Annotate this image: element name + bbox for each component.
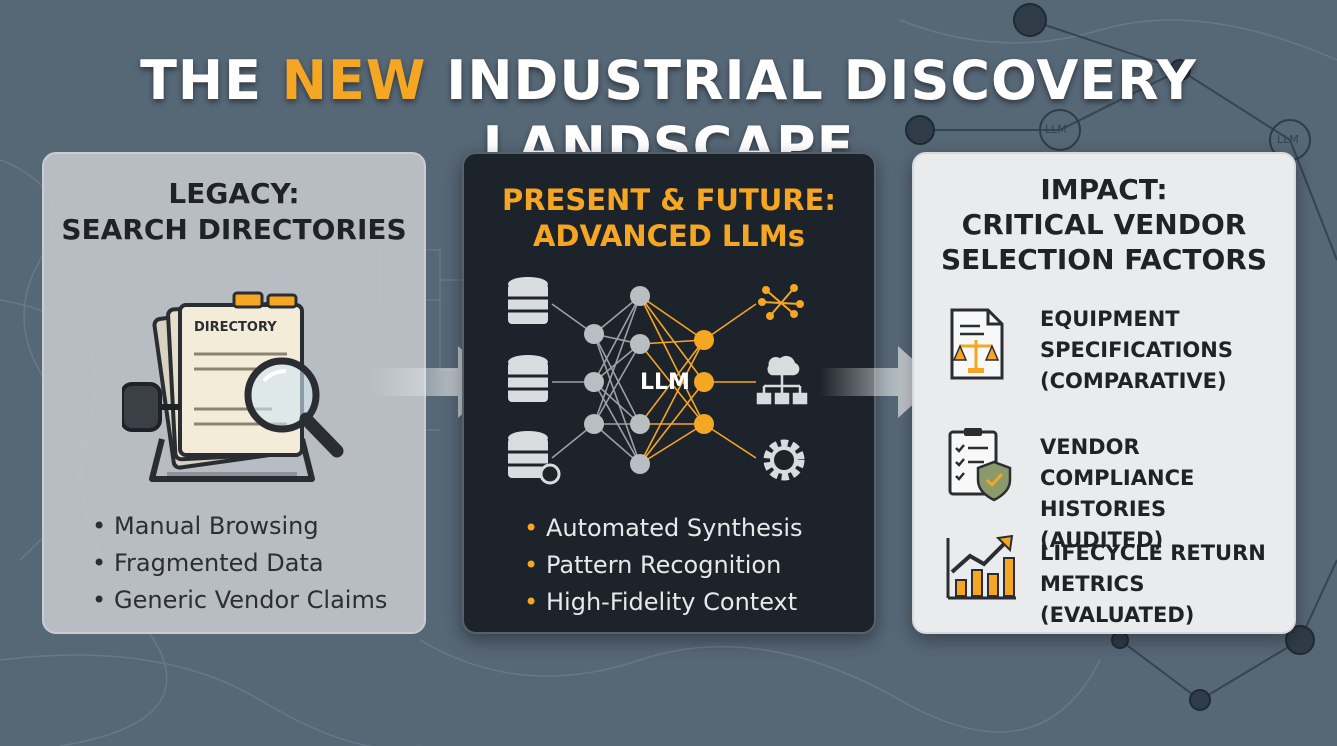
legacy-bullet: Fragmented Data — [92, 545, 387, 582]
directory-magnifier-icon — [122, 291, 344, 482]
gear-icon — [763, 439, 805, 481]
factor-text: EQUIPMENT SPECIFICATIONS (COMPARATIVE) — [1040, 304, 1290, 397]
llm-heading: PRESENT & FUTURE: ADVANCED LLMs — [464, 182, 874, 254]
factor-line: LIFECYCLE RETURN — [1040, 541, 1266, 565]
legacy-heading: LEGACY: SEARCH DIRECTORIES — [44, 176, 424, 248]
document-scales-icon — [950, 308, 1004, 380]
llm-bullet: Pattern Recognition — [524, 547, 803, 584]
network-burst-icon — [758, 284, 804, 320]
llm-heading-line-2: ADVANCED LLMs — [532, 219, 806, 253]
factor-line: VENDOR COMPLIANCE — [1040, 435, 1195, 490]
factor-text: VENDOR COMPLIANCE HISTORIES (AUDITED) — [1040, 432, 1290, 556]
legacy-heading-line-1: LEGACY: — [168, 177, 300, 210]
factor-equipment-specifications: EQUIPMENT SPECIFICATIONS (COMPARATIVE) — [940, 304, 1280, 394]
legacy-bullet: Generic Vendor Claims — [92, 582, 387, 619]
checklist-shield-icon — [948, 428, 1012, 502]
impact-heading-line-2: CRITICAL VENDOR — [961, 208, 1247, 241]
background-llm-label-2: LLM — [1277, 133, 1299, 146]
title-accent: NEW — [281, 49, 427, 112]
llm-bullet: High-Fidelity Context — [524, 584, 803, 621]
impact-heading: IMPACT: CRITICAL VENDOR SELECTION FACTOR… — [914, 172, 1294, 277]
page-title: THE NEW INDUSTRIAL DISCOVERY LANDSCAPE — [0, 48, 1337, 180]
llm-heading-line-1: PRESENT & FUTURE: — [501, 183, 837, 217]
cloud-hierarchy-icon — [756, 355, 808, 405]
legacy-heading-line-2: SEARCH DIRECTORIES — [61, 213, 407, 246]
impact-heading-line-3: SELECTION FACTORS — [940, 243, 1268, 276]
impact-panel: IMPACT: CRITICAL VENDOR SELECTION FACTOR… — [912, 152, 1296, 634]
database-icon — [508, 355, 548, 402]
legacy-bullet: Manual Browsing — [92, 508, 387, 545]
title-part-1: THE — [140, 49, 282, 112]
impact-heading-line-1: IMPACT: — [1040, 173, 1168, 206]
factor-line: METRICS (EVALUATED) — [1040, 572, 1195, 627]
database-icon — [508, 277, 548, 324]
legacy-bullet-list: Manual Browsing Fragmented Data Generic … — [92, 508, 387, 619]
directory-card-label: DIRECTORY — [194, 320, 277, 335]
background-llm-label-1: LLM — [1045, 123, 1067, 136]
neural-network-diagram — [508, 277, 808, 485]
arrow-right-icon — [820, 346, 938, 418]
factor-line: SPECIFICATIONS — [1040, 338, 1233, 362]
factor-line: EQUIPMENT — [1040, 307, 1180, 331]
factor-text: LIFECYCLE RETURN METRICS (EVALUATED) — [1040, 538, 1290, 631]
database-gear-icon — [508, 431, 561, 485]
factor-line: HISTORIES (AUDITED) — [1040, 497, 1167, 552]
llm-network-label: LLM — [640, 370, 690, 395]
factor-vendor-compliance: VENDOR COMPLIANCE HISTORIES (AUDITED) — [940, 426, 1280, 552]
legacy-panel: LEGACY: SEARCH DIRECTORIES DIRECTORY Man… — [42, 152, 426, 634]
llm-panel: PRESENT & FUTURE: ADVANCED LLMs — [462, 152, 876, 634]
llm-bullet: Automated Synthesis — [524, 510, 803, 547]
factor-line: (COMPARATIVE) — [1040, 369, 1227, 393]
growth-chart-icon — [946, 534, 1016, 600]
factor-lifecycle-return: LIFECYCLE RETURN METRICS (EVALUATED) — [940, 532, 1280, 627]
llm-bullet-list: Automated Synthesis Pattern Recognition … — [524, 510, 803, 621]
